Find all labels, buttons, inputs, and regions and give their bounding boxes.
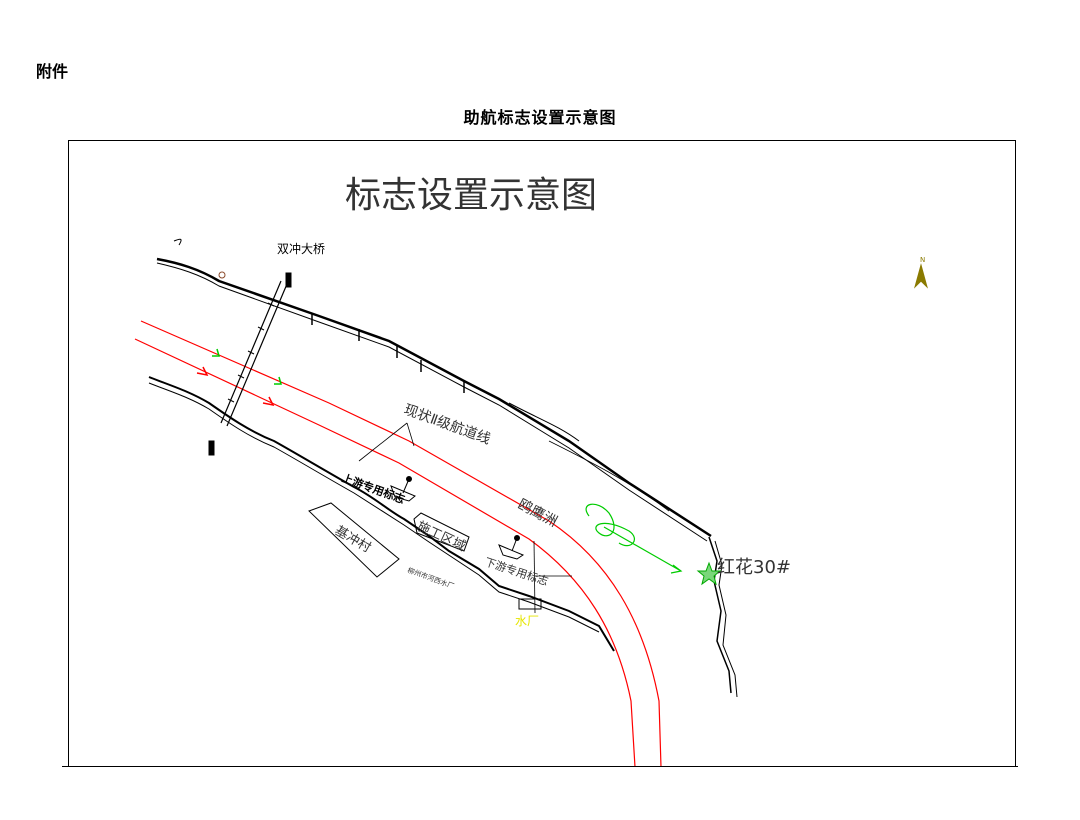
bridge-label: 双冲大桥 bbox=[277, 241, 325, 256]
svg-text:基冲村: 基冲村 bbox=[332, 523, 373, 555]
factory-label: 柳州市河西水厂 bbox=[406, 565, 455, 590]
drawing-frame: 标志设置示意图 N bbox=[68, 140, 1016, 768]
bridge bbox=[208, 272, 292, 456]
dock-icon bbox=[518, 598, 542, 610]
page-title: 助航标志设置示意图 bbox=[463, 108, 617, 127]
sign-post-icon bbox=[498, 535, 572, 614]
leader-line bbox=[358, 422, 408, 462]
svg-text:施工区域: 施工区域 bbox=[414, 519, 467, 555]
dock-label: 水厂 bbox=[515, 614, 539, 628]
flow-direction-arrow-icon bbox=[585, 503, 683, 574]
south-riverbank bbox=[148, 376, 615, 652]
red-flower-label: 红花30# bbox=[717, 557, 791, 578]
north-arrow-icon: N bbox=[914, 256, 928, 289]
navigation-sketch: 标志设置示意图 N bbox=[134, 175, 928, 768]
baseline-rule bbox=[62, 766, 1018, 767]
construction-zone: 施工区域 bbox=[413, 512, 470, 555]
leader-line bbox=[406, 422, 415, 447]
channel-lines bbox=[134, 320, 662, 768]
buoy-icon bbox=[196, 348, 282, 407]
svg-text:N: N bbox=[920, 256, 925, 264]
village-area: 基冲村 bbox=[308, 502, 400, 578]
north-riverbank bbox=[156, 238, 738, 698]
lower-sign-label: 下游专用标志 bbox=[483, 555, 550, 589]
sign-post-icon bbox=[390, 476, 416, 502]
attachment-label: 附件 bbox=[36, 62, 69, 81]
channel-label: 现状Ⅱ级航道线 bbox=[402, 402, 493, 448]
drawing-title: 标志设置示意图 bbox=[345, 175, 597, 216]
star-marker-icon bbox=[696, 561, 722, 586]
island-label: 鸥鹰洲 bbox=[515, 496, 560, 531]
